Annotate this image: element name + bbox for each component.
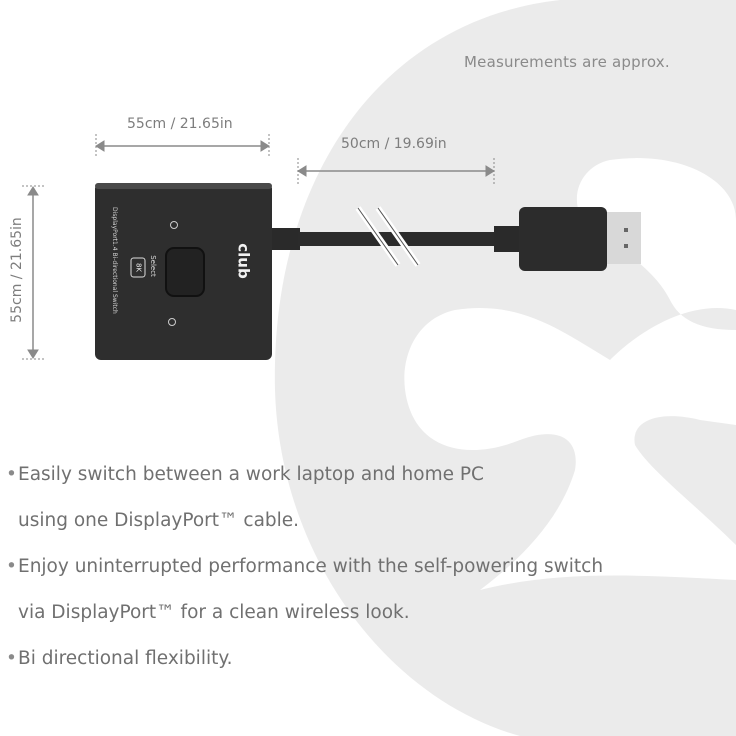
device-model-label: DisplayPort1.4 Bi-directional Switch [111, 207, 118, 314]
width-dimension-arrow [95, 134, 270, 158]
feature-item: •Enjoy uninterrupted performance with th… [6, 556, 604, 623]
cable-length-label: 50cm / 19.69in [341, 136, 447, 152]
feature-item: •Easily switch between a work laptop and… [6, 464, 484, 531]
club3d-brand-logo: club [234, 243, 253, 279]
box-height-label: 55cm / 21.65in [9, 217, 25, 323]
cable-dimension-arrow [297, 158, 495, 184]
box-width-label: 55cm / 21.65in [127, 116, 233, 132]
height-dimension-arrow [22, 185, 46, 360]
feature-item: •Bi directional flexibility. [6, 648, 233, 669]
measurements-note: Measurements are approx. [464, 53, 670, 71]
select-label: Select [148, 255, 157, 277]
8k-badge: 8K [130, 257, 146, 278]
feature-list: •Easily switch between a work laptop and… [6, 452, 603, 682]
